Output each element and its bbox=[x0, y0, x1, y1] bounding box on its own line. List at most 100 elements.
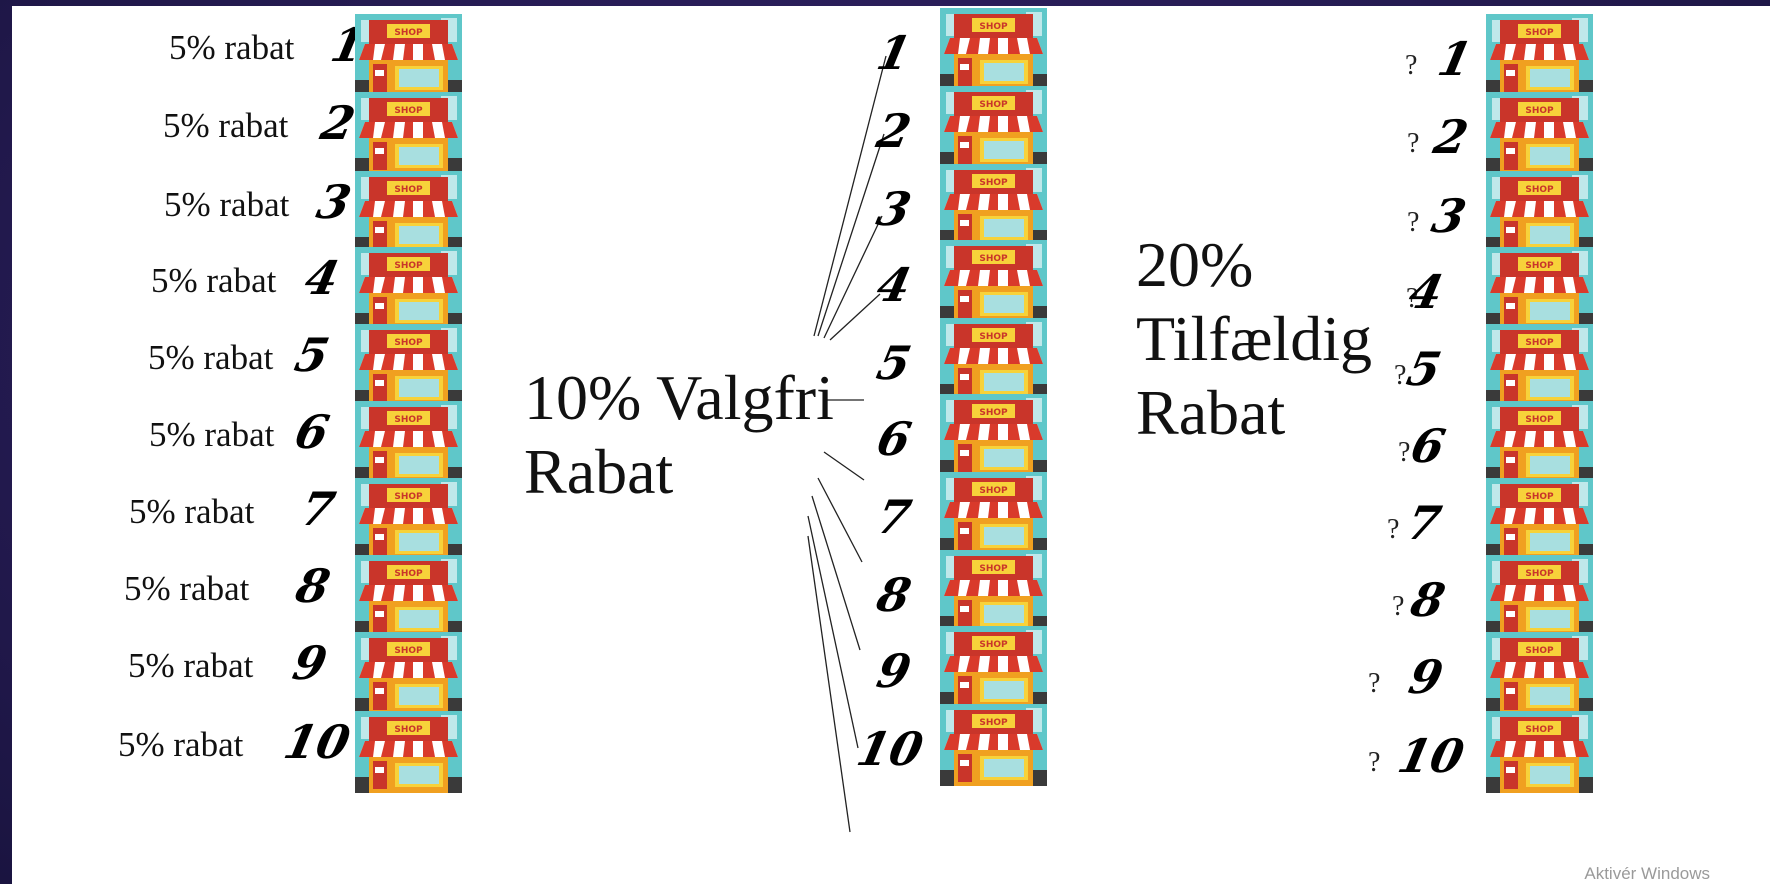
shop-icon: SHOP bbox=[1486, 555, 1593, 637]
svg-text:SHOP: SHOP bbox=[394, 185, 423, 195]
shop-icon: SHOP bbox=[355, 555, 462, 637]
shop-image: SHOP bbox=[355, 711, 462, 793]
discount-label: 5% rabat bbox=[148, 338, 274, 377]
shop-icon: SHOP bbox=[940, 8, 1047, 90]
svg-text:SHOP: SHOP bbox=[979, 486, 1008, 496]
shop-icon: SHOP bbox=[1486, 171, 1593, 253]
shop-image: SHOP bbox=[940, 86, 1047, 168]
store-number: 10 bbox=[852, 722, 928, 776]
shop-image: SHOP bbox=[1486, 14, 1593, 96]
question-mark: ? bbox=[1368, 747, 1381, 778]
shop-image: SHOP bbox=[940, 472, 1047, 554]
shop-image: SHOP bbox=[1486, 324, 1593, 406]
right-title-line2: Tilfældig bbox=[1136, 303, 1372, 374]
question-mark: ? bbox=[1398, 437, 1411, 468]
svg-text:SHOP: SHOP bbox=[979, 178, 1008, 188]
svg-text:SHOP: SHOP bbox=[1525, 28, 1554, 38]
shop-image: SHOP bbox=[940, 394, 1047, 476]
shop-icon: SHOP bbox=[1486, 478, 1593, 560]
shop-image: SHOP bbox=[1486, 478, 1593, 560]
svg-text:SHOP: SHOP bbox=[979, 22, 1008, 32]
right-title-line3: Rabat bbox=[1136, 377, 1286, 448]
discount-label: 5% rabat bbox=[149, 415, 275, 454]
shop-icon: SHOP bbox=[940, 86, 1047, 168]
shop-icon: SHOP bbox=[1486, 247, 1593, 329]
discount-label: 5% rabat bbox=[118, 725, 244, 764]
shop-image: SHOP bbox=[1486, 171, 1593, 253]
question-mark: ? bbox=[1368, 668, 1381, 699]
shop-image: SHOP bbox=[940, 240, 1047, 322]
shop-icon: SHOP bbox=[940, 550, 1047, 632]
svg-text:SHOP: SHOP bbox=[394, 569, 423, 579]
svg-text:SHOP: SHOP bbox=[394, 725, 423, 735]
svg-text:SHOP: SHOP bbox=[979, 408, 1008, 418]
middle-title: 10% Valgfri Rabat bbox=[524, 361, 834, 509]
shop-icon: SHOP bbox=[940, 240, 1047, 322]
shop-image: SHOP bbox=[940, 8, 1047, 90]
shop-image: SHOP bbox=[940, 626, 1047, 708]
shop-image: SHOP bbox=[355, 478, 462, 560]
shop-icon: SHOP bbox=[1486, 401, 1593, 483]
svg-text:SHOP: SHOP bbox=[394, 338, 423, 348]
shop-icon: SHOP bbox=[940, 318, 1047, 400]
discount-label: 5% rabat bbox=[124, 569, 250, 608]
svg-text:SHOP: SHOP bbox=[979, 100, 1008, 110]
shop-image: SHOP bbox=[355, 401, 462, 483]
svg-text:SHOP: SHOP bbox=[979, 254, 1008, 264]
shop-icon: SHOP bbox=[355, 401, 462, 483]
shop-icon: SHOP bbox=[355, 632, 462, 714]
shop-icon: SHOP bbox=[1486, 711, 1593, 793]
shop-icon: SHOP bbox=[355, 14, 462, 96]
shop-image: SHOP bbox=[940, 318, 1047, 400]
svg-text:SHOP: SHOP bbox=[1525, 338, 1554, 348]
shop-image: SHOP bbox=[355, 632, 462, 714]
shop-image: SHOP bbox=[940, 164, 1047, 246]
shop-image: SHOP bbox=[1486, 555, 1593, 637]
svg-text:SHOP: SHOP bbox=[979, 332, 1008, 342]
shop-icon: SHOP bbox=[355, 247, 462, 329]
shop-image: SHOP bbox=[1486, 632, 1593, 714]
svg-text:SHOP: SHOP bbox=[394, 492, 423, 502]
discount-label: 5% rabat bbox=[163, 106, 289, 145]
svg-text:SHOP: SHOP bbox=[1525, 185, 1554, 195]
activation-watermark: Aktivér Windows bbox=[1584, 864, 1710, 883]
question-mark: ? bbox=[1407, 207, 1420, 238]
question-mark: ? bbox=[1392, 591, 1405, 622]
question-mark: ? bbox=[1405, 50, 1418, 81]
shop-icon: SHOP bbox=[940, 704, 1047, 786]
question-mark: ? bbox=[1407, 128, 1420, 159]
right-title-line1: 20% bbox=[1136, 229, 1254, 300]
svg-text:SHOP: SHOP bbox=[1525, 569, 1554, 579]
discount-label: 5% rabat bbox=[169, 28, 295, 67]
svg-text:SHOP: SHOP bbox=[1525, 261, 1554, 271]
svg-text:SHOP: SHOP bbox=[1525, 415, 1554, 425]
shop-icon: SHOP bbox=[355, 171, 462, 253]
discount-label: 5% rabat bbox=[151, 261, 277, 300]
discount-label: 5% rabat bbox=[129, 492, 255, 531]
middle-title-line1: 10% Valgfri bbox=[524, 362, 834, 433]
right-title: 20% Tilfældig Rabat bbox=[1136, 228, 1372, 450]
shop-icon: SHOP bbox=[355, 324, 462, 406]
shop-icon: SHOP bbox=[1486, 632, 1593, 714]
shop-icon: SHOP bbox=[355, 478, 462, 560]
shop-icon: SHOP bbox=[355, 92, 462, 174]
svg-text:SHOP: SHOP bbox=[394, 261, 423, 271]
shop-image: SHOP bbox=[355, 324, 462, 406]
svg-text:SHOP: SHOP bbox=[979, 564, 1008, 574]
svg-text:SHOP: SHOP bbox=[394, 415, 423, 425]
store-number: 10 bbox=[279, 715, 355, 769]
svg-text:SHOP: SHOP bbox=[394, 646, 423, 656]
shop-image: SHOP bbox=[355, 171, 462, 253]
shop-icon: SHOP bbox=[1486, 324, 1593, 406]
svg-text:SHOP: SHOP bbox=[979, 640, 1008, 650]
shop-image: SHOP bbox=[355, 14, 462, 96]
shop-icon: SHOP bbox=[940, 472, 1047, 554]
shop-icon: SHOP bbox=[940, 626, 1047, 708]
shop-image: SHOP bbox=[940, 704, 1047, 786]
svg-text:SHOP: SHOP bbox=[979, 718, 1008, 728]
middle-title-line2: Rabat bbox=[524, 436, 674, 507]
shop-image: SHOP bbox=[355, 555, 462, 637]
svg-text:SHOP: SHOP bbox=[1525, 646, 1554, 656]
shop-image: SHOP bbox=[355, 92, 462, 174]
